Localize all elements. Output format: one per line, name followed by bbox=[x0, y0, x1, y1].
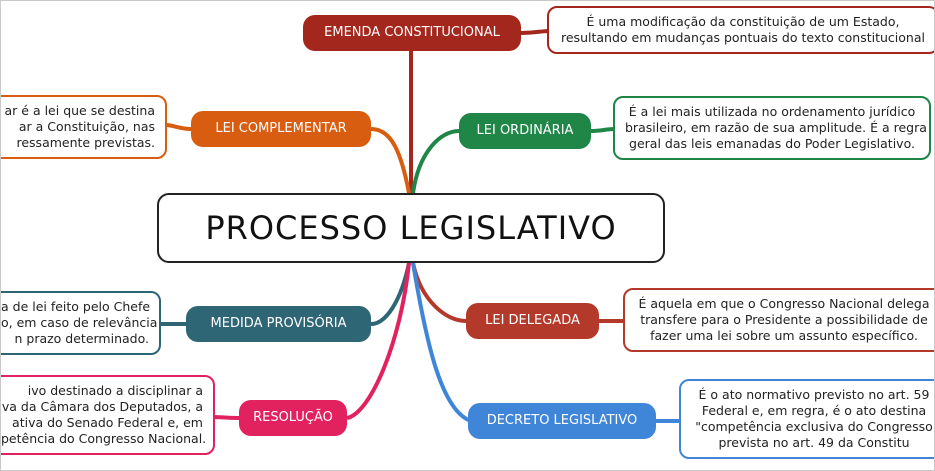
note-line: ressamente previstas. bbox=[16, 135, 155, 150]
note-link-lei-complementar bbox=[165, 123, 192, 131]
note-line: prevista no art. 49 da Constitu bbox=[718, 435, 910, 450]
note-link-emenda bbox=[520, 29, 550, 35]
branch-decreto-legislativo[interactable]: DECRETO LEGISLATIVO bbox=[468, 403, 656, 439]
note-line: ivo destinado a disciplinar a bbox=[27, 383, 203, 398]
note-line: resultando em mudanças pontuais do texto… bbox=[561, 30, 925, 45]
note-line: n prazo determinado. bbox=[14, 331, 149, 346]
note-link-resolucao bbox=[212, 415, 240, 420]
connector-resolucao bbox=[346, 262, 411, 420]
note-lei-complementar: ar é a lei que se destina ar a Constitui… bbox=[1, 95, 167, 159]
note-line: ar a Constituição, nas bbox=[18, 119, 155, 134]
note-line: va da Câmara dos Deputados, a bbox=[1, 399, 203, 414]
branch-emenda-constitucional[interactable]: EMENDA CONSTITUCIONAL bbox=[303, 15, 521, 51]
note-line: É o ato normativo previsto no art. 59 bbox=[698, 387, 930, 402]
note-line: É a lei mais utilizada no ordenamento ju… bbox=[628, 104, 916, 119]
note-lei-delegada: É aquela em que o Congresso Nacional del… bbox=[623, 288, 934, 352]
note-line: "competência exclusiva do Congresso bbox=[695, 419, 933, 434]
note-decreto-legislativo: É o ato normativo previsto no art. 59 Fe… bbox=[679, 379, 934, 459]
note-line: geral das leis emanadas do Poder Legisla… bbox=[629, 136, 915, 151]
note-line: o, em caso de relevância bbox=[1, 315, 158, 330]
note-line: transfere para o Presidente a possibilid… bbox=[640, 312, 928, 327]
note-line: Federal e, em regra, é o ato destina bbox=[701, 403, 927, 418]
note-line: a de lei feito pelo Chefe bbox=[1, 299, 151, 314]
note-line: brasileiro, em razão de sua amplitude. É… bbox=[625, 120, 927, 135]
branch-resolucao[interactable]: RESOLUÇÃO bbox=[239, 400, 347, 436]
connector-lei-ordinaria bbox=[411, 129, 460, 194]
note-medida-provisoria: a de lei feito pelo Chefe o, em caso de … bbox=[1, 291, 161, 355]
branch-lei-ordinaria[interactable]: LEI ORDINÁRIA bbox=[459, 113, 591, 149]
connector-lei-complementar bbox=[370, 127, 411, 194]
central-topic[interactable]: PROCESSO LEGISLATIVO bbox=[157, 193, 665, 263]
note-line: fazer uma lei sobre um assunto específic… bbox=[650, 328, 918, 343]
branch-lei-delegada[interactable]: LEI DELEGADA bbox=[466, 303, 599, 339]
note-line: ar é a lei que se destina bbox=[4, 103, 155, 118]
branch-lei-complementar[interactable]: LEI COMPLEMENTAR bbox=[191, 111, 371, 147]
note-emenda-constitucional: É uma modificação da constituição de um … bbox=[547, 6, 934, 54]
note-line: ativa do Senado Federal e, em bbox=[12, 415, 203, 430]
note-line: É uma modificação da constituição de um … bbox=[586, 14, 900, 29]
note-line: É aquela em que o Congresso Nacional del… bbox=[638, 296, 930, 311]
note-link-lei-ordinaria bbox=[590, 127, 616, 133]
connector-decreto bbox=[411, 262, 472, 423]
note-lei-ordinaria: É a lei mais utilizada no ordenamento ju… bbox=[613, 96, 931, 160]
note-resolucao: ivo destinado a disciplinar a va da Câma… bbox=[1, 375, 215, 455]
note-line: petência do Congresso Nacional. bbox=[1, 431, 207, 446]
branch-medida-provisoria[interactable]: MEDIDA PROVISÓRIA bbox=[186, 306, 371, 342]
